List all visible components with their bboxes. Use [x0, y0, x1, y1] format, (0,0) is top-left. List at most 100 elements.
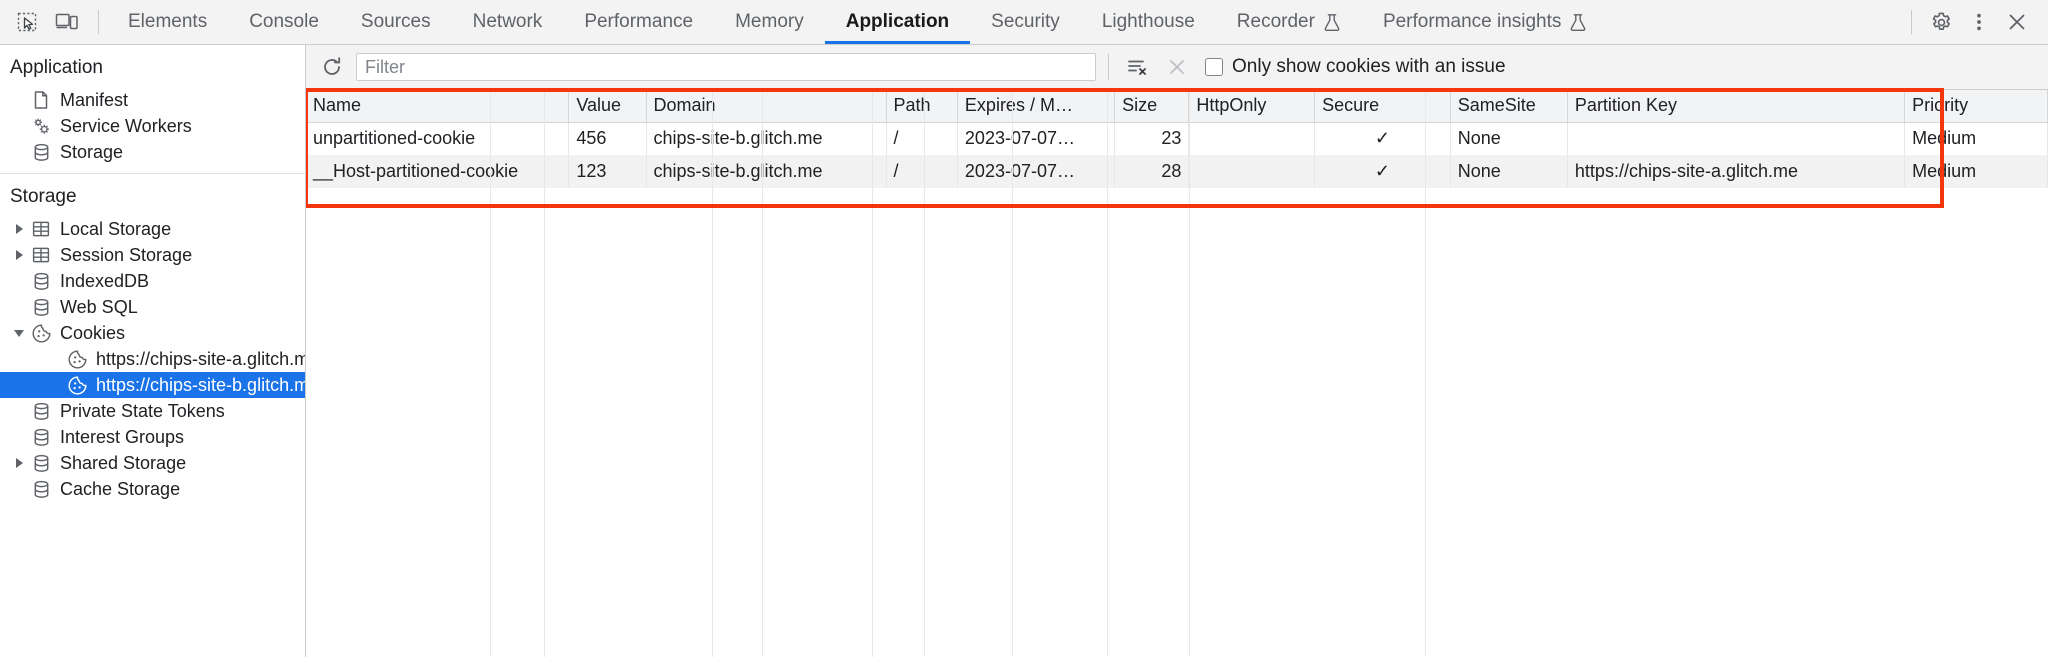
tab-lighthouse[interactable]: Lighthouse — [1081, 0, 1216, 44]
column-header-value[interactable]: Value — [568, 90, 647, 123]
sidebar-item-https-chips-site-a-glitch-me[interactable]: https://chips-site-a.glitch.me — [0, 346, 305, 372]
tab-label: Network — [472, 11, 543, 32]
column-header-name[interactable]: Name — [306, 90, 570, 123]
cell-path[interactable]: / — [886, 122, 958, 155]
tab-label: Performance — [584, 11, 694, 32]
cell-priority[interactable]: Medium — [1904, 122, 2048, 155]
sidebar-item-https-chips-site-b-glitch-me[interactable]: https://chips-site-b.glitch.me — [0, 372, 305, 398]
sidebar-item-web-sql[interactable]: Web SQL — [0, 294, 305, 320]
tab-elements[interactable]: Elements — [107, 0, 228, 44]
sidebar-item-shared-storage[interactable]: Shared Storage — [0, 450, 305, 476]
column-header-secure[interactable]: Secure — [1314, 90, 1451, 123]
toolbar-divider — [1108, 54, 1109, 80]
sidebar-item-cache-storage[interactable]: Cache Storage — [0, 476, 305, 502]
cell-partition-key[interactable] — [1567, 122, 1906, 155]
cookies-toolbar: Filter Only show cookies with an issue — [306, 45, 2048, 90]
cookie-icon — [64, 375, 90, 396]
sidebar-item-service-workers[interactable]: Service Workers — [0, 113, 305, 139]
sidebar-item-private-state-tokens[interactable]: Private State Tokens — [0, 398, 305, 424]
tab-performance-insights[interactable]: Performance insights — [1362, 0, 1608, 44]
more-options-icon[interactable] — [1962, 5, 1996, 39]
service-workers-gears-icon — [28, 116, 54, 137]
sidebar-item-cookies[interactable]: Cookies — [0, 320, 305, 346]
database-icon — [28, 142, 54, 163]
cell-httponly[interactable] — [1188, 155, 1316, 188]
device-toolbar-icon[interactable] — [50, 5, 84, 39]
gear-icon[interactable] — [1924, 5, 1958, 39]
cell-domain[interactable]: chips-site-b.glitch.me — [646, 122, 887, 155]
cell-path[interactable]: / — [886, 155, 958, 188]
cell-secure[interactable]: ✓ — [1314, 122, 1451, 155]
cell-name[interactable]: __Host-partitioned-cookie — [306, 155, 570, 188]
sidebar-item-label: Storage — [60, 142, 124, 162]
chevron-right-icon[interactable] — [10, 458, 28, 468]
tab-application[interactable]: Application — [824, 0, 971, 44]
filter-input[interactable]: Filter — [356, 53, 1096, 81]
cell-samesite[interactable]: None — [1450, 122, 1568, 155]
sidebar-item-session-storage[interactable]: Session Storage — [0, 242, 305, 268]
sidebar-item-label: Service Workers — [60, 116, 192, 136]
tab-sources[interactable]: Sources — [340, 0, 452, 44]
chevron-right-icon[interactable] — [10, 224, 28, 234]
sidebar-item-label: IndexedDB — [60, 271, 150, 291]
tab-recorder[interactable]: Recorder — [1216, 0, 1362, 44]
column-header-expires-m[interactable]: Expires / M… — [957, 90, 1116, 123]
only-show-issues-checkbox-wrap[interactable]: Only show cookies with an issue — [1205, 56, 1506, 78]
cell-domain[interactable]: chips-site-b.glitch.me — [646, 155, 887, 188]
chevron-down-icon[interactable] — [10, 329, 28, 337]
tab-bar-right-tools — [1903, 0, 2048, 44]
sidebar-item-indexeddb[interactable]: IndexedDB — [0, 268, 305, 294]
tab-performance[interactable]: Performance — [563, 0, 714, 44]
column-header-path[interactable]: Path — [886, 90, 958, 123]
sidebar-item-label: Manifest — [60, 90, 129, 110]
sidebar-item-local-storage[interactable]: Local Storage — [0, 216, 305, 242]
sidebar-item-label: Cookies — [60, 323, 126, 343]
clear-all-cookies-icon[interactable] — [1121, 51, 1153, 83]
tab-security[interactable]: Security — [970, 0, 1081, 44]
inspect-element-icon[interactable] — [10, 5, 44, 39]
cell-size[interactable]: 23 — [1114, 122, 1190, 155]
tab-memory[interactable]: Memory — [714, 0, 825, 44]
refresh-icon[interactable] — [316, 51, 348, 83]
column-header-domain[interactable]: Domain — [646, 90, 887, 123]
only-show-issues-checkbox[interactable] — [1205, 58, 1223, 76]
clear-filtered-cookies-icon[interactable] — [1161, 51, 1193, 83]
column-header-size[interactable]: Size — [1114, 90, 1190, 123]
close-icon[interactable] — [2000, 5, 2034, 39]
chevron-right-icon[interactable] — [10, 250, 28, 260]
cookie-icon — [64, 349, 90, 370]
sidebar-item-label: Local Storage — [60, 219, 172, 239]
cell-httponly[interactable] — [1188, 122, 1316, 155]
database-icon — [28, 479, 54, 500]
column-header-priority[interactable]: Priority — [1904, 90, 2048, 123]
cell-expires-m[interactable]: 2023-07-07… — [957, 122, 1116, 155]
sidebar-item-label: https://chips-site-b.glitch.me — [96, 375, 306, 395]
cell-value[interactable]: 456 — [568, 122, 647, 155]
sidebar-item-interest-groups[interactable]: Interest Groups — [0, 424, 305, 450]
cell-value[interactable]: 123 — [568, 155, 647, 188]
tab-network[interactable]: Network — [452, 0, 564, 44]
tab-console[interactable]: Console — [228, 0, 340, 44]
column-header-partition-key[interactable]: Partition Key — [1567, 90, 1906, 123]
cell-name[interactable]: unpartitioned-cookie — [306, 122, 570, 155]
cell-priority[interactable]: Medium — [1904, 155, 2048, 188]
cell-secure[interactable]: ✓ — [1314, 155, 1451, 188]
table-grid-icon — [28, 219, 54, 239]
cell-partition-key[interactable]: https://chips-site-a.glitch.me — [1567, 155, 1906, 188]
cookie-icon — [28, 323, 54, 344]
cell-expires-m[interactable]: 2023-07-07… — [957, 155, 1116, 188]
cell-samesite[interactable]: None — [1450, 155, 1568, 188]
sidebar-item-storage[interactable]: Storage — [0, 139, 305, 165]
column-header-httponly[interactable]: HttpOnly — [1188, 90, 1316, 123]
cell-size[interactable]: 28 — [1114, 155, 1190, 188]
column-header-samesite[interactable]: SameSite — [1450, 90, 1568, 123]
sidebar-item-manifest[interactable]: Manifest — [0, 87, 305, 113]
tab-bar-left-tools — [0, 0, 107, 44]
